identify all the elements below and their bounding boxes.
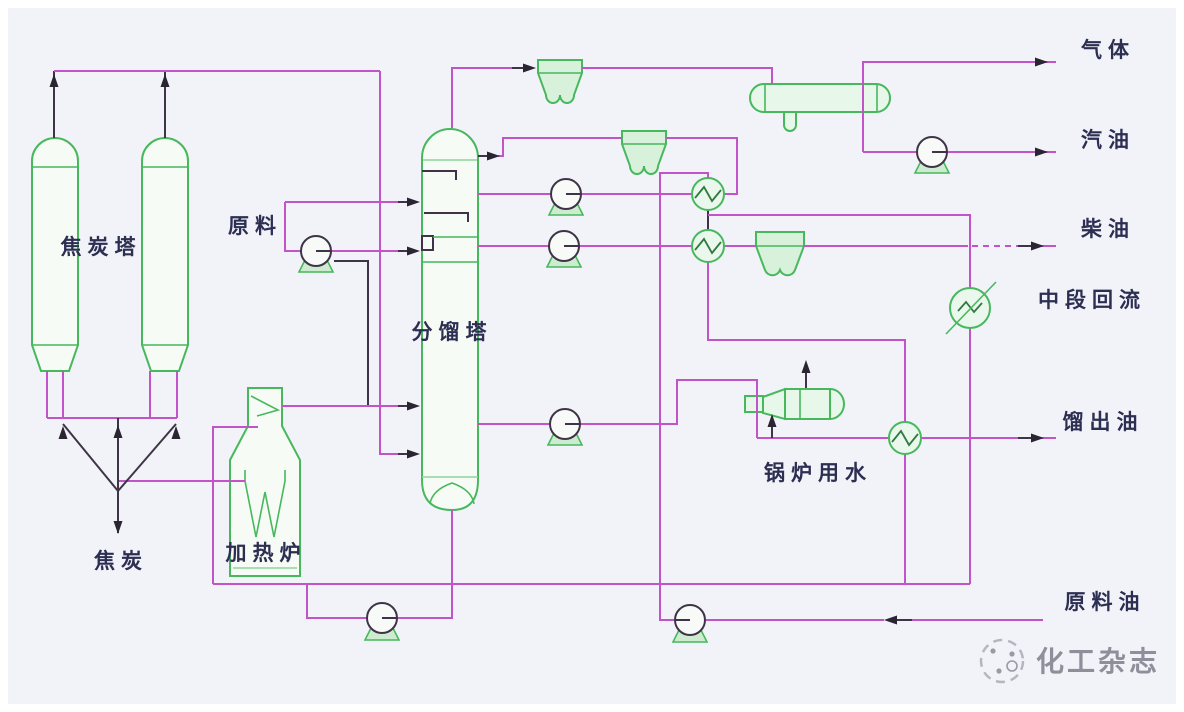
drum-boot [783, 111, 797, 132]
pipe-gas [862, 61, 1056, 152]
label-diesel: 柴油 [1080, 218, 1135, 241]
diesel-pump [545, 230, 583, 268]
label-coke: 焦炭 [93, 549, 148, 573]
gasoline-pump [913, 136, 951, 174]
pipe-coke-discharge [46, 371, 178, 533]
top-pumparound-pump [547, 178, 585, 216]
draw-box [421, 235, 434, 251]
label-mid-reflux: 中段回流 [1038, 288, 1146, 312]
feed-oil-pump [671, 604, 709, 643]
furnace-feed-pump [363, 602, 401, 641]
pipe-feed [284, 201, 410, 406]
coke-tower-1 [31, 137, 79, 372]
pipe-feed-oil [659, 172, 1043, 621]
pipe-mid-reflux [708, 214, 971, 584]
tray-2 [424, 212, 469, 222]
furnace [229, 387, 301, 577]
pipe-tower-bottoms [306, 510, 453, 619]
pipe-furnace-loop [118, 405, 410, 584]
label-feed-oil: 原料油 [1065, 591, 1146, 614]
watermark: 化工杂志 [979, 638, 1160, 684]
pipe-coke-overhead [53, 70, 410, 455]
steamgen-nozzle [744, 395, 764, 413]
mid-reflux-cooler [945, 281, 997, 335]
air-cooler-1 [537, 59, 583, 104]
label-coke-tower: 焦炭塔 [60, 235, 142, 259]
tray-1 [422, 170, 457, 180]
fractionator [421, 128, 479, 512]
drawing-background [8, 8, 1176, 704]
label-furnace: 加热炉 [225, 541, 307, 565]
coke-tower-2 [141, 137, 189, 372]
vapor-chevron [429, 482, 475, 505]
air-cooler-3 [755, 231, 805, 277]
label-feed: 原料 [228, 215, 282, 238]
heat-exchanger-3 [888, 421, 922, 455]
watermark-text: 化工杂志 [1036, 646, 1160, 677]
heat-exchanger-1 [691, 177, 725, 211]
pipe-distillate [478, 379, 1056, 439]
label-boiler-water: 锅炉用水 [764, 461, 872, 485]
heat-exchanger-2 [691, 229, 725, 263]
reflux-drum [749, 83, 891, 132]
label-gasoline: 汽油 [1081, 128, 1135, 152]
feed-pump [297, 235, 335, 273]
steam-generator [744, 387, 845, 421]
flow-arrows [49, 57, 1048, 625]
label-distillate-oil: 馏出油 [1063, 410, 1144, 434]
pipe-overhead [451, 67, 773, 128]
distillate-pump [546, 408, 584, 446]
label-gas: 气体 [1080, 38, 1135, 62]
furnace-burner-zigzag [250, 395, 281, 417]
pipe-top-pumparound [478, 137, 738, 230]
air-cooler-2 [621, 130, 667, 175]
watermark-logo-icon [979, 638, 1025, 684]
label-fractionator: 分馏塔 [412, 320, 493, 344]
